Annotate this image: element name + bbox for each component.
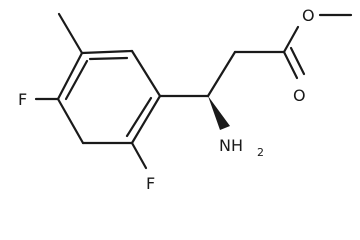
ring-bond-c4-c5: [56, 97, 85, 145]
bond-ring-to-f-ortho: [130, 141, 148, 170]
wedge-bond-to-amine: [208, 96, 230, 130]
ring-double-bond-inner-2: [64, 59, 89, 101]
molecule-drawing: F F O O NH 2: [18, 6, 353, 193]
atom-label-f-para: F: [18, 90, 27, 109]
ring-bond-c1-c2: [130, 49, 162, 98]
atom-label-amine-subscript: 2: [257, 146, 264, 159]
ring-bond-c2-c3: [130, 94, 162, 145]
atom-label-amine: NH: [219, 136, 243, 155]
atom-label-f-ortho: F: [146, 174, 155, 193]
methyl-bond: [57, 12, 84, 55]
ring-bond-c6-c1: [80, 49, 134, 55]
ring-double-bond-inner-3: [88, 56, 129, 61]
bond-carbonyl-to-ester-oxygen: [282, 25, 300, 54]
ring-bond-c5-c6: [56, 51, 84, 101]
structure-diagram: F F O O NH 2: [18, 6, 353, 193]
benzene-ring: [56, 49, 162, 145]
carbonyl-double-bond-a: [282, 50, 299, 80]
bond-chiral-carbon-to-ch2: [206, 50, 237, 98]
carbonyl-double-bond-b: [289, 46, 306, 76]
atom-label-ester-oxygen: O: [302, 6, 315, 25]
ring-double-bond-inner-1: [125, 96, 153, 138]
atom-label-carbonyl-oxygen: O: [293, 86, 306, 105]
